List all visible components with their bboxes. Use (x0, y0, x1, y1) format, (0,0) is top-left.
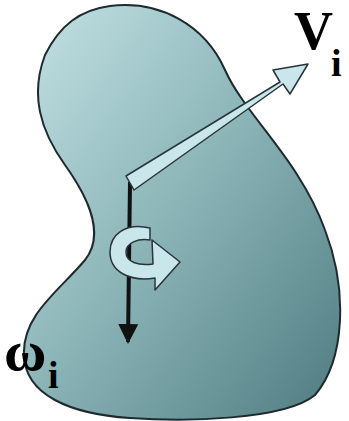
vector-symbol: V (294, 4, 333, 58)
rotation-arrow (110, 227, 180, 290)
vector-symbol: ω (4, 322, 46, 380)
subscript: i (331, 44, 342, 82)
rigid-body (24, 5, 340, 419)
velocity-arrow (126, 64, 308, 190)
subscript: i (48, 356, 59, 394)
